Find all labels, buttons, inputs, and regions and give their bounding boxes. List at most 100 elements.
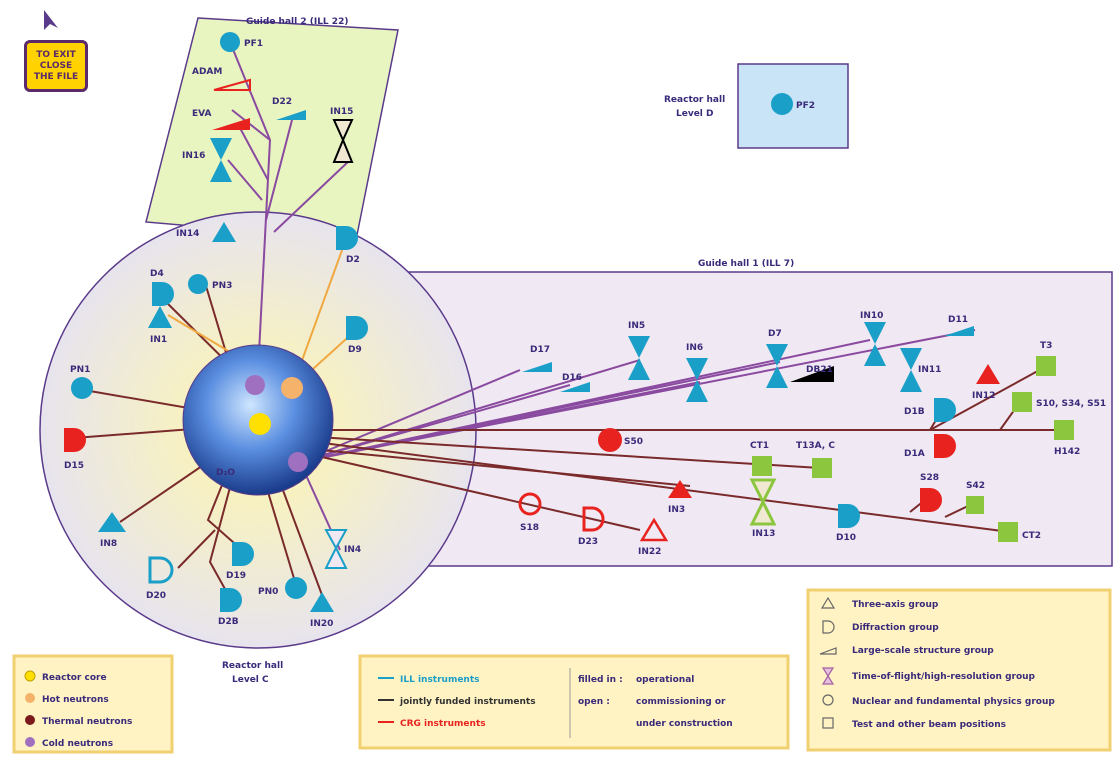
legend-nuclear: Nuclear and fundamental physics group bbox=[852, 697, 1055, 707]
in5-hourglass-icon bbox=[628, 336, 650, 380]
s42-label: S42 bbox=[966, 481, 985, 491]
s50-circle-icon bbox=[598, 428, 622, 452]
reactor-d2o-label: D₂O bbox=[216, 468, 235, 478]
d22-flag-icon bbox=[276, 110, 306, 120]
triangle-icon bbox=[820, 596, 836, 609]
pf1-circle-icon bbox=[220, 32, 240, 52]
exit-button-line-1: TO EXIT bbox=[36, 49, 76, 60]
d7-label: D7 bbox=[768, 329, 782, 339]
guide-hall-2-area bbox=[145, 17, 399, 241]
in3-label: IN3 bbox=[668, 505, 685, 515]
t13ac-label: T13A, C bbox=[796, 441, 835, 451]
legend-reactor-core: Reactor core bbox=[42, 673, 107, 683]
d4-d-shape-icon bbox=[152, 282, 174, 306]
guide-hall-1-label: Guide hall 1 (ILL 7) bbox=[698, 259, 794, 269]
in16-label: IN16 bbox=[182, 151, 205, 161]
ct1-label: CT1 bbox=[750, 441, 769, 451]
db21-flag-icon bbox=[790, 366, 834, 382]
d22-label: D22 bbox=[272, 97, 292, 107]
in16-hourglass-icon bbox=[210, 138, 232, 182]
pn3-circle-icon bbox=[188, 274, 208, 294]
d-shape-icon bbox=[822, 620, 835, 634]
reactor-core-icon bbox=[249, 413, 271, 435]
d10-label: D10 bbox=[836, 533, 856, 543]
s28-label: S28 bbox=[920, 473, 939, 483]
guide-hall-2-label: Guide hall 2 (ILL 22) bbox=[246, 17, 348, 27]
in8-label: IN8 bbox=[100, 539, 117, 549]
pn3-label: PN3 bbox=[212, 281, 232, 291]
in20-label: IN20 bbox=[310, 619, 333, 629]
ct2-square-icon bbox=[998, 522, 1018, 542]
reactor-hall-d-label-1: Reactor hall bbox=[664, 95, 725, 105]
db21-label: DB21 bbox=[806, 365, 833, 375]
ct1-square-icon bbox=[752, 456, 772, 476]
d2b-d-shape-icon bbox=[220, 588, 242, 612]
d9-d-shape-icon bbox=[346, 316, 368, 340]
reactor-core-legend-icon bbox=[24, 670, 36, 682]
in22-triangle-icon bbox=[639, 517, 669, 542]
d16-flag-icon bbox=[560, 382, 590, 392]
in22-label: IN22 bbox=[638, 547, 661, 557]
exit-button-line-3: THE FILE bbox=[33, 71, 79, 82]
t3-label: T3 bbox=[1040, 341, 1052, 351]
eva-flag-icon bbox=[212, 118, 250, 130]
legend-time-of-flight: Time-of-flight/high-resolution group bbox=[852, 672, 1036, 682]
d16-label: D16 bbox=[562, 373, 582, 383]
d4-label: D4 bbox=[150, 269, 164, 279]
circle-icon bbox=[822, 694, 834, 706]
in11-label: IN11 bbox=[918, 365, 941, 375]
hot-source-icon bbox=[281, 377, 303, 399]
in14-label: IN14 bbox=[176, 229, 199, 239]
d1a-label: D1A bbox=[904, 449, 925, 459]
legend-crg: CRG instruments bbox=[400, 719, 486, 729]
in10-label: IN10 bbox=[860, 311, 883, 321]
d15-label: D15 bbox=[64, 461, 84, 471]
legend-groups-box bbox=[806, 588, 1112, 752]
cold-source-2-icon bbox=[288, 452, 308, 472]
pf2-label: PF2 bbox=[796, 101, 815, 111]
d10-d-shape-icon bbox=[838, 504, 860, 528]
in11-hourglass-icon bbox=[900, 348, 922, 392]
in15-label: IN15 bbox=[330, 107, 353, 117]
pf2-circle-icon bbox=[771, 93, 793, 115]
in12-triangle-icon bbox=[976, 364, 1000, 384]
pf1-label: PF1 bbox=[244, 39, 263, 49]
legend-diffraction: Diffraction group bbox=[852, 623, 939, 633]
legend-funding-box bbox=[358, 654, 790, 750]
in6-label: IN6 bbox=[686, 343, 703, 353]
in4-label: IN4 bbox=[344, 545, 361, 555]
pn1-circle-icon bbox=[71, 377, 93, 399]
s50-label: S50 bbox=[624, 437, 643, 447]
d23-label: D23 bbox=[578, 537, 598, 547]
legend-ill: ILL instruments bbox=[400, 675, 480, 685]
h142-square-icon bbox=[1054, 420, 1074, 440]
d23-d-shape-icon bbox=[582, 506, 605, 532]
d1b-d-shape-icon bbox=[934, 398, 956, 422]
in13-hourglass-icon bbox=[749, 478, 777, 526]
d19-d-shape-icon bbox=[232, 542, 254, 566]
legend-filled-in: filled in : bbox=[578, 675, 623, 685]
t3-square-icon bbox=[1036, 356, 1056, 376]
exit-button[interactable]: TO EXIT CLOSE THE FILE bbox=[24, 40, 88, 92]
d2b-label: D2B bbox=[218, 617, 239, 627]
exit-button-line-2: CLOSE bbox=[39, 60, 73, 71]
in4-hourglass-icon bbox=[324, 529, 348, 569]
reactor-hall-d-area bbox=[737, 63, 849, 149]
s10-label: S10, S34, S51 bbox=[1036, 399, 1106, 409]
eva-label: EVA bbox=[192, 109, 212, 119]
legend-large-scale: Large-scale structure group bbox=[852, 646, 994, 656]
cold-neutrons-legend-icon bbox=[25, 737, 35, 747]
legend-cold-neutrons: Cold neutrons bbox=[42, 739, 113, 749]
d17-flag-icon bbox=[522, 362, 552, 372]
legend-jointly: jointly funded instruments bbox=[399, 697, 536, 707]
legend-operational: operational bbox=[636, 675, 694, 685]
legend-three-axis: Three-axis group bbox=[852, 600, 939, 610]
t13ac-square-icon bbox=[812, 458, 832, 478]
hourglass-icon bbox=[821, 667, 835, 685]
in1-triangle-icon bbox=[148, 306, 172, 328]
h142-label: H142 bbox=[1054, 447, 1080, 457]
in12-label: IN12 bbox=[972, 391, 995, 401]
in1-label: IN1 bbox=[150, 335, 167, 345]
s18-label: S18 bbox=[520, 523, 539, 533]
